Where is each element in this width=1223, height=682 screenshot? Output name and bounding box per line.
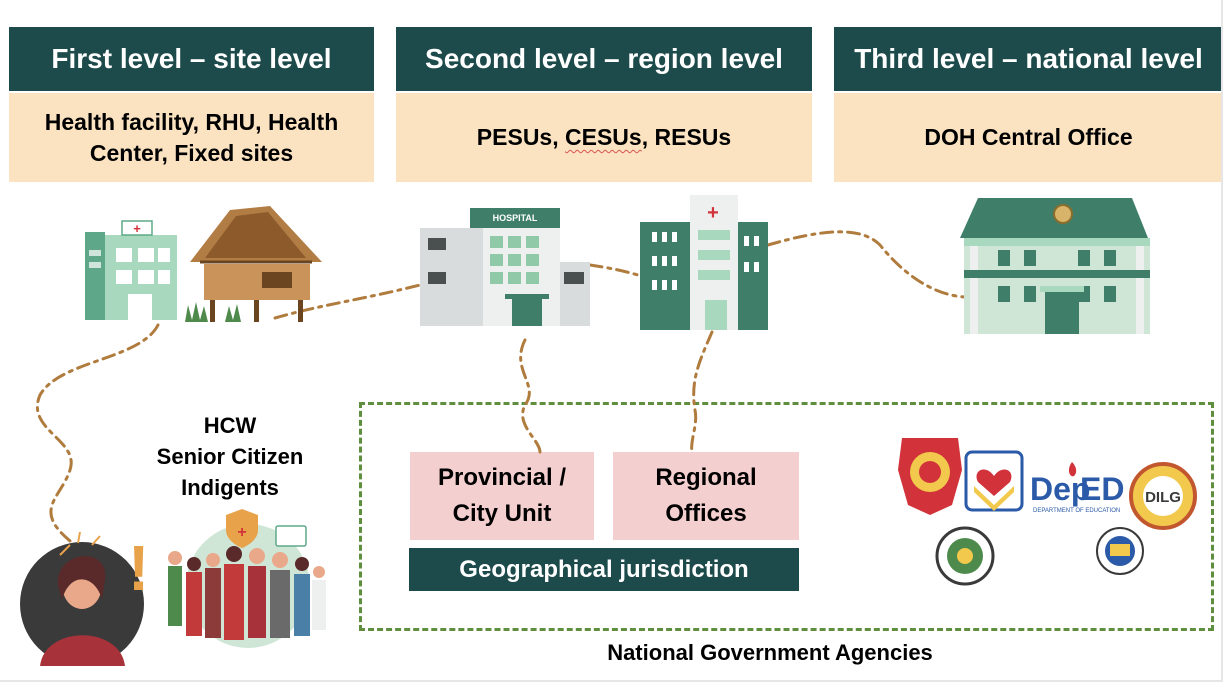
beneficiaries-list: HCW Senior Citizen Indigents	[120, 410, 340, 503]
national-office-building-icon	[960, 198, 1150, 334]
doj-logo-icon	[935, 526, 995, 586]
beneficiary-label: Indigents	[181, 475, 279, 500]
level-2-body: PESUs, CESUs, RESUs	[396, 93, 812, 182]
connector-hospital-to-provincial	[519, 338, 542, 454]
beneficiary-label: Senior Citizen	[156, 444, 304, 469]
provincial-city-unit-box: Provincial / City Unit	[410, 452, 594, 540]
clinic-cross-icon: +	[133, 221, 141, 236]
level-2-body-part: PESUs,	[476, 124, 566, 150]
connector-hospital-to-regional	[588, 263, 640, 277]
deped-logo-subtext: DEPARTMENT OF EDUCATION	[1033, 508, 1120, 514]
level-3-body-line: DOH Central Office	[924, 124, 1133, 150]
agencies-container	[359, 402, 1214, 631]
dilg-logo-icon: DILG	[1129, 462, 1197, 530]
level-2-body-part: , RESUs	[641, 124, 732, 150]
geographical-jurisdiction-bar: Geographical jurisdiction	[409, 548, 799, 591]
stressed-person-icon	[20, 531, 144, 666]
connector-site-to-region	[273, 283, 422, 320]
hospital-sign-text: HOSPITAL	[493, 213, 538, 223]
beneficiary-label: HCW	[203, 413, 257, 438]
regional-office-building-icon: +	[640, 195, 768, 330]
pnp-logo-icon	[898, 438, 962, 515]
connector-regional-to-national	[766, 230, 967, 299]
level-1-body-line: Health facility, RHU, Health	[44, 108, 339, 135]
level-1-body: Health facility, RHU, Health Center, Fix…	[9, 93, 374, 182]
doh-seal-icon	[1053, 204, 1073, 224]
alert-icon: !	[128, 532, 149, 604]
regional-offices-box: Regional Offices	[613, 452, 799, 540]
level-3-header: Third level – national level	[834, 27, 1223, 91]
nipa-hut-icon	[185, 206, 322, 322]
level-1-header: First level – site level	[9, 27, 374, 91]
unit-line: City Unit	[452, 500, 552, 527]
level-3-body: DOH Central Office	[834, 93, 1223, 182]
deped-logo-text-right: ED	[1080, 471, 1124, 507]
dswd-logo-icon	[964, 450, 1024, 512]
community-group-icon: +	[168, 509, 326, 648]
hospital-building-icon: HOSPITAL	[420, 208, 590, 326]
regional-cross-icon: +	[707, 202, 719, 224]
frame-edge-bottom	[0, 680, 1223, 682]
connector-regional-to-offices	[690, 330, 714, 454]
dilg-logo-text: DILG	[1145, 489, 1181, 506]
frame-edge-right	[1221, 0, 1223, 682]
unit-line: Provincial /	[437, 464, 567, 491]
level-2-header: Second level – region level	[396, 27, 812, 91]
health-shield-cross-icon: +	[237, 524, 246, 541]
connector-site-to-hcw	[36, 323, 160, 547]
connector-lines	[36, 230, 967, 547]
level-1-body-line: Center, Fixed sites	[89, 139, 294, 166]
dof-logo-icon	[1096, 527, 1144, 575]
unit-line: Regional	[655, 464, 757, 491]
national-government-agencies-label: National Government Agencies	[607, 640, 933, 665]
clinic-building-icon: +	[85, 220, 177, 320]
unit-line: Offices	[665, 500, 747, 527]
deped-logo-text-left: Dep	[1030, 471, 1090, 507]
level-2-body-part: CESUs	[565, 124, 642, 150]
deped-logo-icon: Dep ED DEPARTMENT OF EDUCATION	[1030, 462, 1124, 514]
